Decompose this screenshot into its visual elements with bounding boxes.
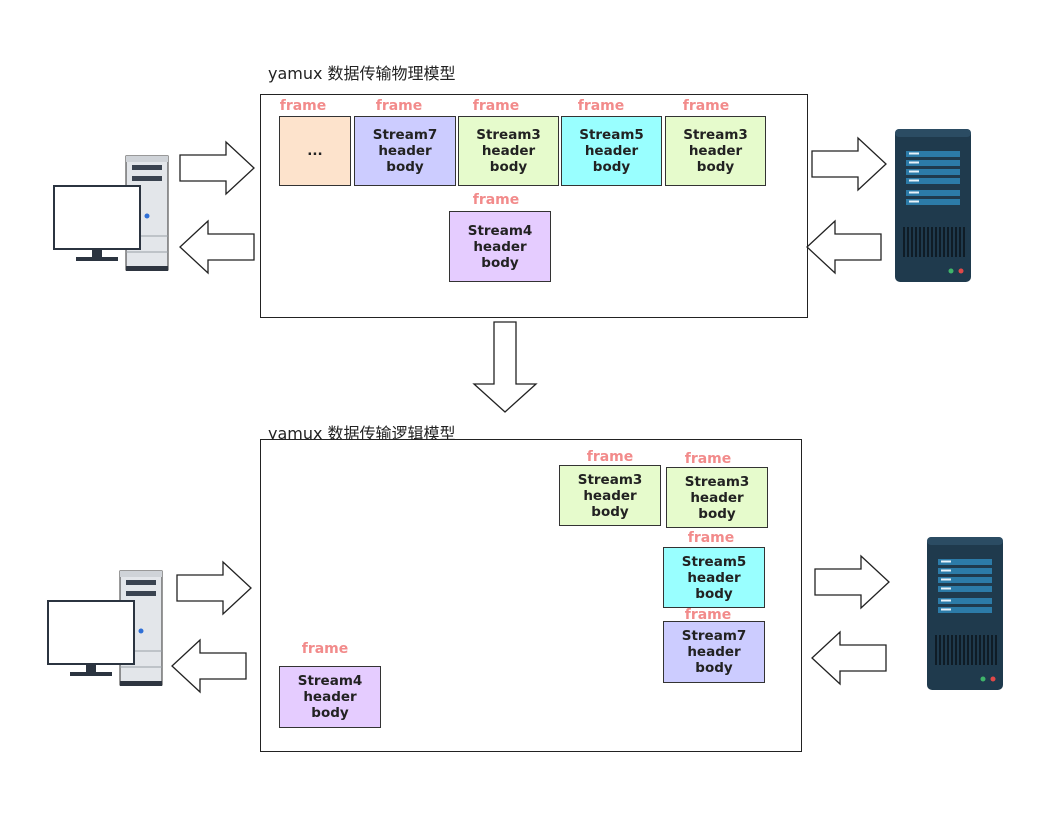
frame-label: frame [472, 192, 520, 208]
frame-box-ellipsis: ... [279, 116, 351, 186]
desktop-computer-icon [53, 155, 169, 272]
frame-box-stream3: Stream3 header body [458, 116, 559, 186]
frame-label: frame [684, 451, 732, 467]
desktop-computer-icon [47, 570, 163, 687]
arrow-left-icon [806, 220, 882, 274]
frame-label: frame [301, 641, 349, 657]
frame-label: frame [375, 98, 423, 114]
frame-box-stream3: Stream3 header body [559, 465, 661, 526]
frame-label: frame [586, 449, 634, 465]
frame-box-stream5: Stream5 header body [561, 116, 662, 186]
physical-model-title: yamux 数据传输物理模型 [268, 64, 456, 83]
frame-label: frame [279, 98, 327, 114]
arrow-down-icon [472, 321, 538, 413]
arrow-left-icon [171, 639, 247, 693]
frame-box-stream7: Stream7 header body [354, 116, 456, 186]
arrow-right-icon [811, 137, 887, 191]
frame-box-stream3: Stream3 header body [666, 467, 768, 528]
frame-box-stream7: Stream7 header body [663, 621, 765, 683]
frame-box-stream4: Stream4 header body [449, 211, 551, 282]
arrow-right-icon [179, 141, 255, 195]
server-icon [895, 129, 971, 282]
arrow-left-icon [811, 631, 887, 685]
arrow-right-icon [814, 555, 890, 609]
frame-label: frame [687, 530, 735, 546]
frame-label: frame [682, 98, 730, 114]
arrow-right-icon [176, 561, 252, 615]
frame-label: frame [472, 98, 520, 114]
frame-box-stream3: Stream3 header body [665, 116, 766, 186]
arrow-left-icon [179, 220, 255, 274]
frame-box-stream5: Stream5 header body [663, 547, 765, 608]
logical-model-title: yamux 数据传输逻辑模型 [268, 424, 456, 443]
frame-label: frame [577, 98, 625, 114]
frame-box-stream4: Stream4 header body [279, 666, 381, 728]
server-icon [927, 537, 1003, 690]
frame-label: frame [684, 607, 732, 623]
